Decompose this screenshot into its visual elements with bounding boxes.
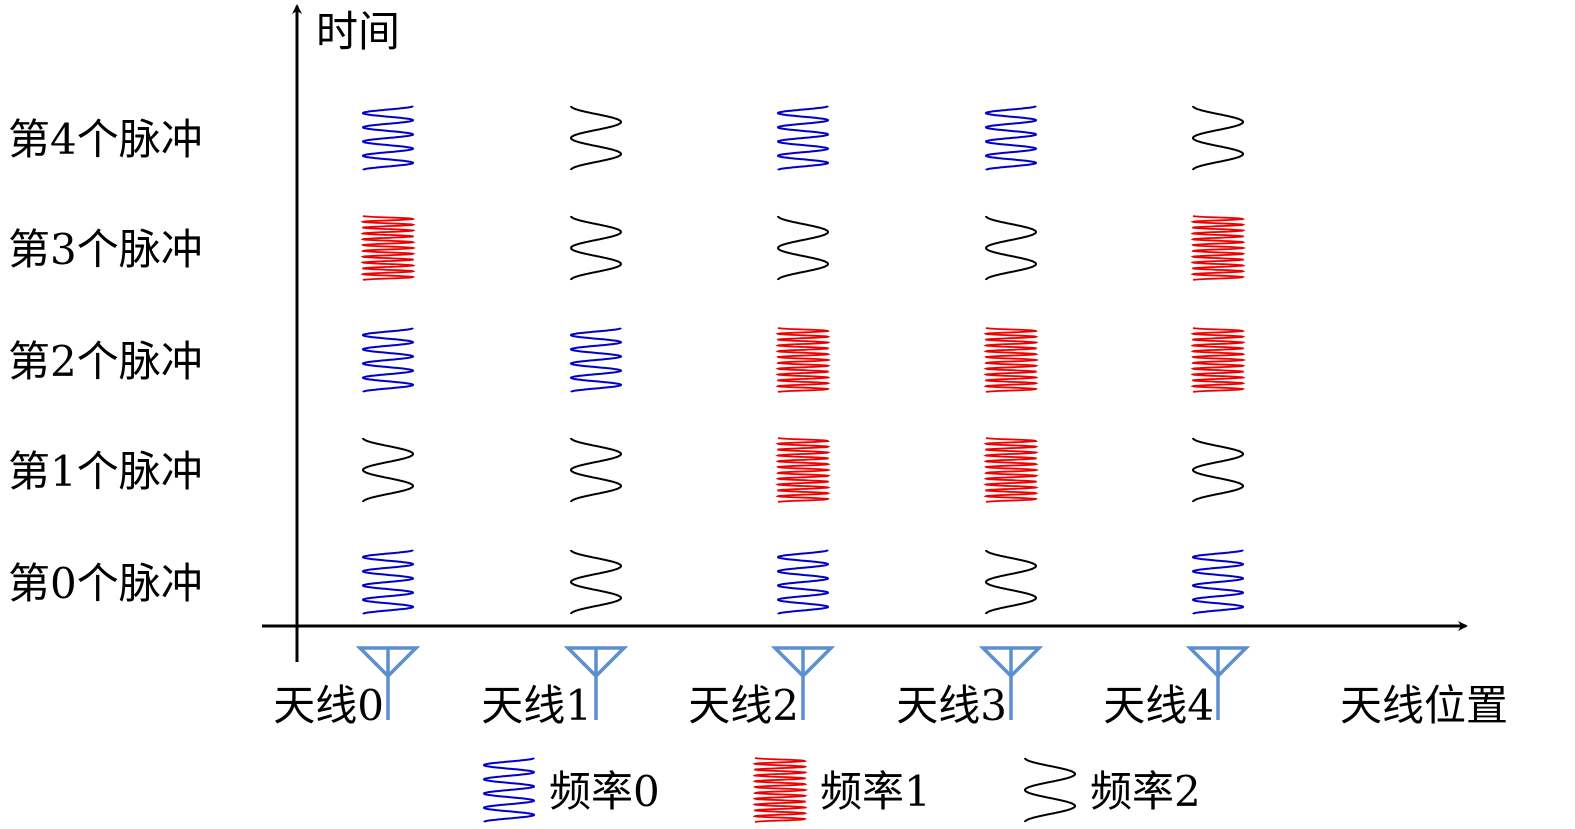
waveform-freq-1 xyxy=(1190,215,1247,281)
waveform-freq-2 xyxy=(570,437,622,503)
time-axis-label: 时间 xyxy=(316,7,400,56)
legend-label-0: 频率0 xyxy=(549,767,660,816)
antenna-label-0: 天线0 xyxy=(273,681,384,730)
waveform-freq-2 xyxy=(570,105,622,171)
waveform-freq-2 xyxy=(570,549,622,615)
waveform-freq-0 xyxy=(776,549,830,615)
antenna-icon xyxy=(770,646,836,720)
waveform-freq-1 xyxy=(775,437,832,503)
waveform-freq-2 xyxy=(1192,105,1244,171)
antenna-label-4: 天线4 xyxy=(1103,681,1214,730)
waveform-freq-0 xyxy=(361,549,415,615)
antenna-axis-label: 天线位置 xyxy=(1340,681,1508,730)
antenna-icon xyxy=(978,646,1044,720)
legend-waveform-icon-1 xyxy=(752,757,809,823)
pulse-label-2: 第2个脉冲 xyxy=(8,337,203,386)
waveform-freq-1 xyxy=(775,327,832,393)
waveform-freq-1 xyxy=(360,215,417,281)
legend-waveform-icon-2 xyxy=(1024,757,1076,823)
waveform-freq-0 xyxy=(569,327,623,393)
antenna-label-2: 天线2 xyxy=(688,681,799,730)
waveform-freq-2 xyxy=(985,215,1037,281)
waveform-freq-0 xyxy=(776,105,830,171)
waveform-freq-0 xyxy=(1191,549,1245,615)
waveform-freq-0 xyxy=(361,327,415,393)
waveform-freq-1 xyxy=(983,437,1040,503)
pulse-label-4: 第4个脉冲 xyxy=(8,115,203,164)
pulse-label-0: 第0个脉冲 xyxy=(8,559,203,608)
antenna-icon xyxy=(355,646,421,720)
legend-label-2: 频率2 xyxy=(1090,767,1201,816)
antenna-icon xyxy=(1185,646,1251,720)
legend-waveform-icon-0 xyxy=(482,757,536,823)
waveform-freq-0 xyxy=(361,105,415,171)
waveform-freq-2 xyxy=(362,437,414,503)
pulse-label-1: 第1个脉冲 xyxy=(8,447,203,496)
waveform-freq-2 xyxy=(570,215,622,281)
waveform-freq-0 xyxy=(984,105,1038,171)
waveform-freq-1 xyxy=(1190,327,1247,393)
antenna-icon xyxy=(563,646,629,720)
antenna-label-1: 天线1 xyxy=(481,681,592,730)
legend-label-1: 频率1 xyxy=(820,767,931,816)
antenna-label-3: 天线3 xyxy=(896,681,1007,730)
waveform-freq-1 xyxy=(983,327,1040,393)
waveform-freq-2 xyxy=(985,549,1037,615)
pulse-label-3: 第3个脉冲 xyxy=(8,225,203,274)
waveform-freq-2 xyxy=(777,215,829,281)
waveform-freq-2 xyxy=(1192,437,1244,503)
